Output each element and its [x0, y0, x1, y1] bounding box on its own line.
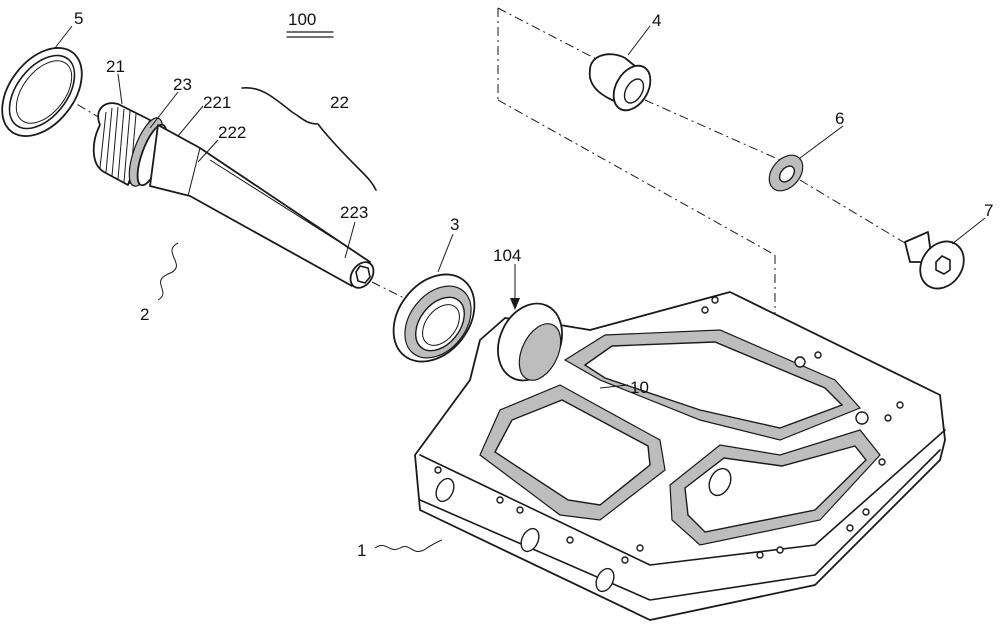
label-23: 23 — [173, 75, 192, 94]
label-10: 10 — [630, 378, 649, 397]
label-6: 6 — [835, 109, 844, 128]
label-100: 100 — [288, 10, 316, 29]
bushing-4 — [588, 53, 652, 112]
label-21: 21 — [106, 57, 125, 76]
spindle-2 — [92, 102, 375, 289]
label-7: 7 — [984, 201, 993, 220]
label-222: 222 — [218, 123, 246, 142]
leader-lines — [54, 25, 986, 552]
reference-labels: 100 5 21 23 221 222 22 223 2 3 104 10 1 … — [74, 9, 993, 560]
label-223: 223 — [340, 203, 368, 222]
label-2: 2 — [140, 305, 149, 324]
bearing-3 — [392, 273, 476, 363]
label-4: 4 — [652, 11, 661, 30]
screw-7 — [904, 231, 965, 290]
washer-6 — [768, 154, 804, 192]
label-1: 1 — [357, 541, 366, 560]
label-221: 221 — [203, 93, 231, 112]
seal-ring-5 — [1, 47, 83, 137]
label-5: 5 — [74, 9, 83, 28]
label-3: 3 — [450, 215, 459, 234]
label-104: 104 — [493, 246, 521, 265]
pedal-body-1 — [414, 291, 946, 621]
label-22: 22 — [330, 93, 349, 112]
